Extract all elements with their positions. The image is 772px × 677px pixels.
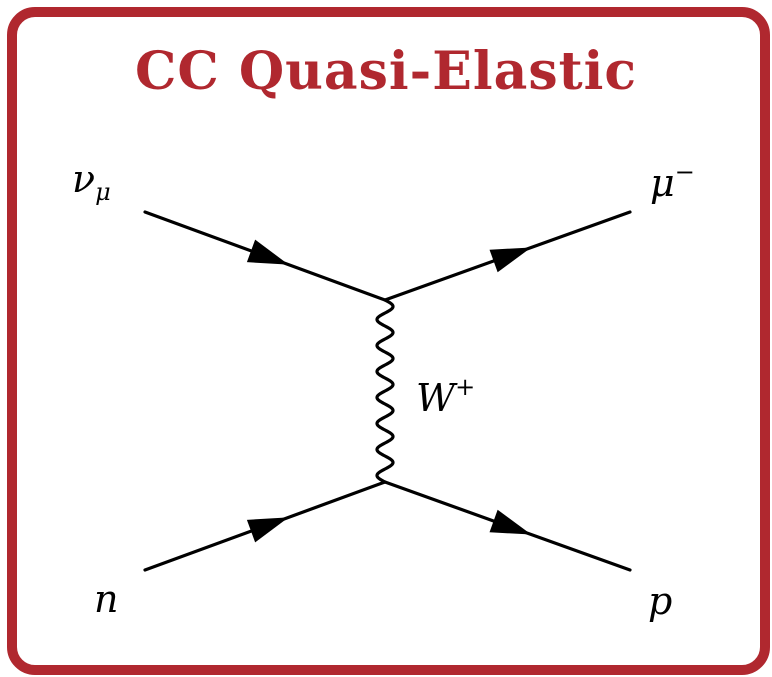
arrow-incoming-neutron — [246, 517, 289, 543]
diagram-frame — [7, 7, 770, 675]
diagram-title: CC Quasi-Elastic — [134, 41, 638, 102]
label-incoming-neutron: n — [94, 577, 119, 621]
label-outgoing-proton: p — [648, 579, 673, 623]
label-w-boson: W+ — [416, 373, 476, 420]
arrow-incoming-neutrino — [246, 239, 289, 265]
label-incoming-neutrino: νμ — [72, 157, 111, 206]
arrow-outgoing-proton — [489, 509, 532, 535]
arrow-outgoing-muon — [489, 247, 532, 273]
w-boson-propagator — [375, 298, 395, 484]
label-outgoing-muon: μ− — [650, 158, 695, 205]
